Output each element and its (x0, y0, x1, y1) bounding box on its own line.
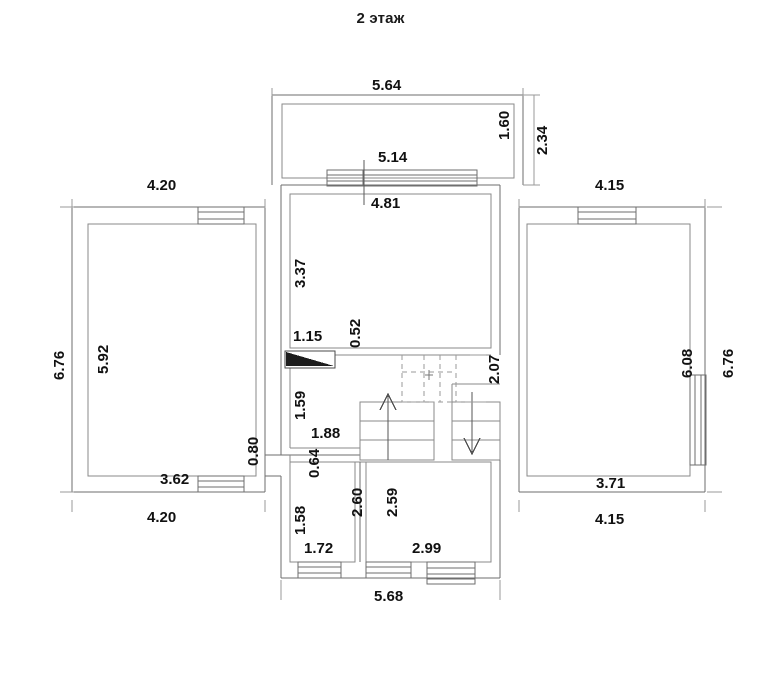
dim-left-room-outer-height: 6.76 (51, 350, 68, 380)
balcony-outline (271, 94, 524, 185)
dim-room-inner-height: 2.59 (384, 487, 401, 517)
window-right-side (689, 374, 707, 466)
left-dimension-ticks (60, 199, 266, 512)
dim-balcony-inner-height: 1.60 (496, 110, 513, 140)
stair-dimension-ticks (470, 354, 486, 403)
dim-right-room-outer-width-top: 4.15 (595, 177, 625, 194)
dim-stair-height: 2.07 (486, 354, 503, 384)
dim-balcony-outer-height: 2.34 (534, 125, 551, 155)
dim-center-room-height: 3.37 (292, 258, 309, 288)
window-right-top (577, 206, 637, 225)
dim-bottom-room-width: 2.99 (412, 540, 442, 557)
door-swing-icon (284, 350, 336, 369)
page-title: 2 этаж (356, 10, 405, 27)
dim-right-room-inner-height: 6.08 (679, 348, 696, 378)
window-center-top (326, 169, 478, 187)
window-bottom-right (426, 561, 476, 585)
staircase-down (451, 383, 501, 461)
dim-right-room-inner-width-bottom: 3.71 (596, 475, 626, 492)
dim-left-room-outer-width-bottom: 4.20 (147, 509, 177, 526)
center-room-outline (280, 184, 501, 355)
dim-nook-width: 0.64 (306, 448, 323, 478)
staircase-up (359, 401, 435, 461)
dim-bath-inner-height: 2.60 (349, 487, 366, 517)
dim-door-depth: 0.52 (347, 318, 364, 348)
dim-door-width: 1.15 (293, 328, 323, 345)
dim-balcony-bottom-width: 5.14 (378, 149, 408, 166)
window-left-bottom (197, 475, 245, 493)
dim-right-room-outer-width-bottom: 4.15 (595, 511, 625, 528)
window-bottom-left (297, 561, 342, 579)
dim-nook-depth: 0.80 (245, 436, 262, 466)
stair-void-marker (425, 370, 433, 380)
dim-bath-width: 1.72 (304, 540, 334, 557)
dim-hall-width: 1.88 (311, 425, 341, 442)
window-bottom-mid (365, 561, 412, 579)
dim-bath-height: 1.58 (292, 505, 309, 535)
bottom-dimension-ticks (280, 580, 501, 600)
dim-left-room-inner-height: 5.92 (95, 344, 112, 374)
window-left-top (197, 206, 245, 225)
right-dimension-ticks (518, 199, 722, 512)
dim-center-room-width: 4.81 (371, 195, 401, 212)
stair-void-dashed (401, 355, 470, 403)
dim-left-room-outer-width-top: 4.20 (147, 177, 177, 194)
dim-hall-left-height: 1.59 (292, 390, 309, 420)
balcony-dimension-ticks (271, 88, 540, 186)
dim-top-balcony-width: 5.64 (372, 77, 402, 94)
dim-right-room-outer-height: 6.76 (720, 348, 737, 378)
dim-bottom-total-width: 5.68 (374, 588, 404, 605)
dim-left-room-inner-width-bottom: 3.62 (160, 471, 190, 488)
stair-down-arrow (463, 392, 481, 456)
right-room-outline (518, 206, 706, 493)
stair-up-arrow (379, 392, 397, 460)
